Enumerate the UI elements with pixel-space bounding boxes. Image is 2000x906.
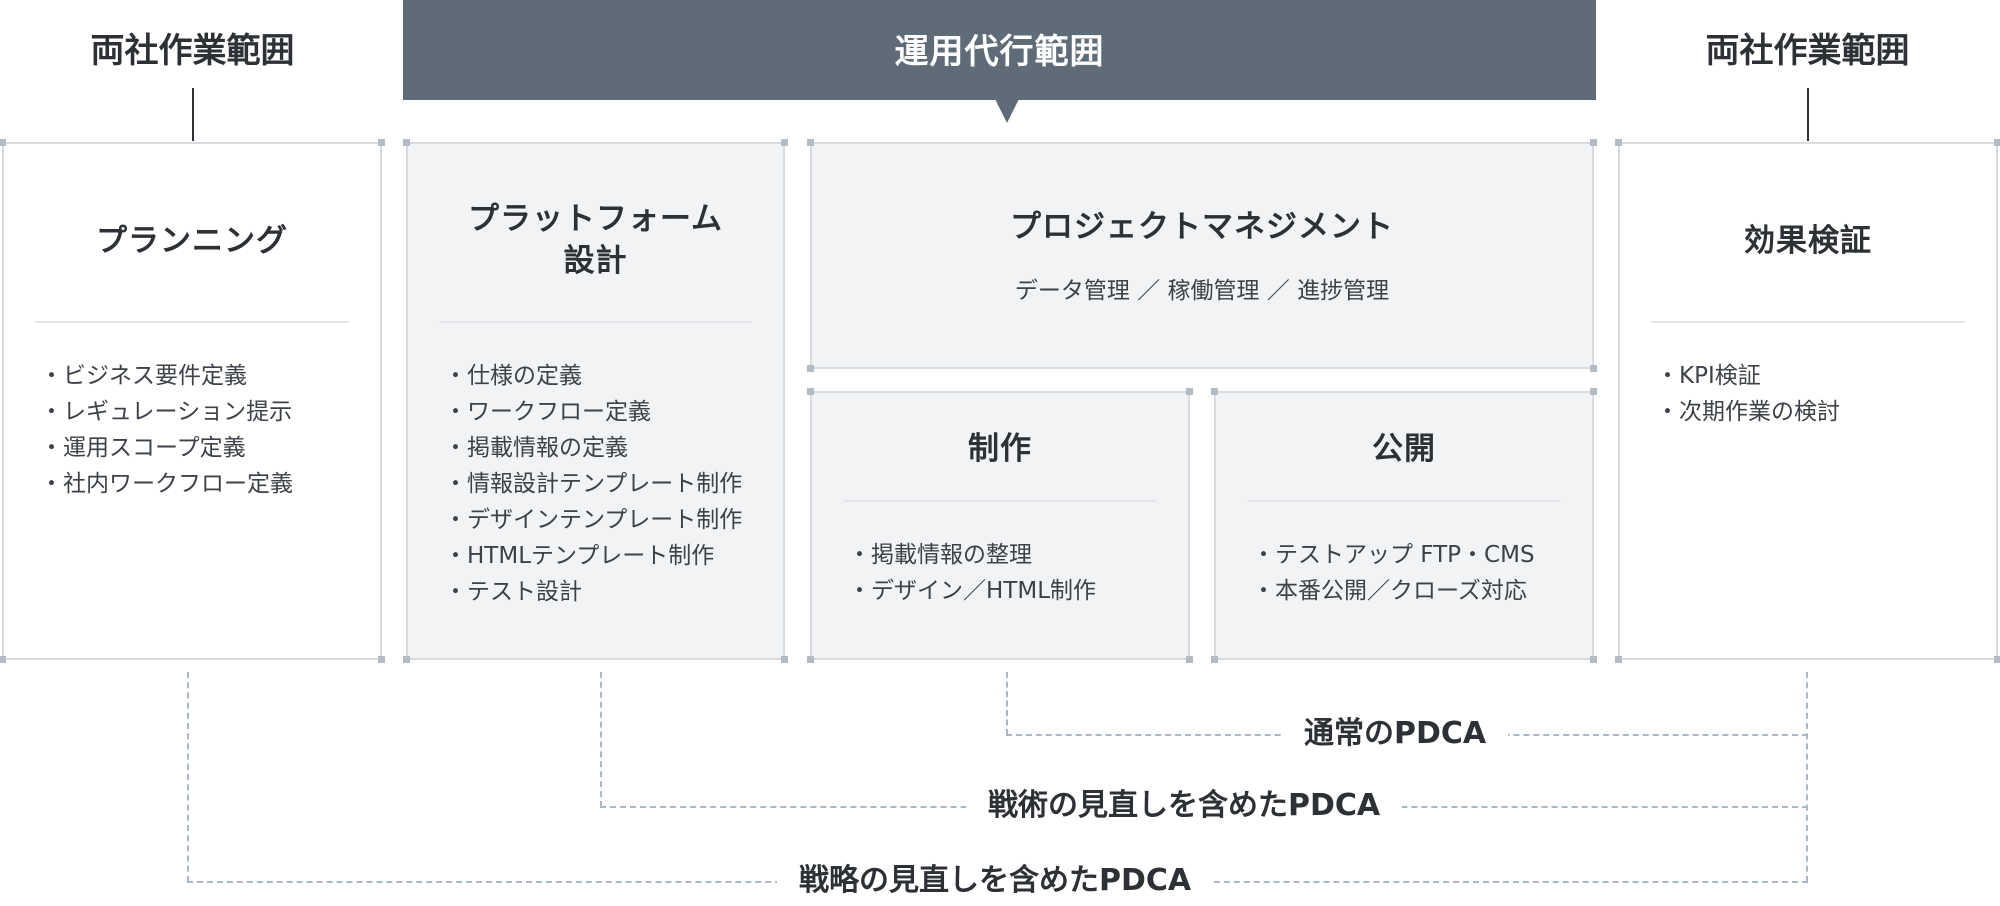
scope-label-left: 両社作業範囲	[90, 31, 295, 71]
list-item: ・掲載情報の整理	[848, 542, 1032, 568]
list-item: ・ワークフロー定義	[444, 399, 651, 425]
pdca-loop-connector	[1806, 672, 1808, 882]
operation-scope-banner: 運用代行範囲	[403, 0, 1596, 123]
platform-design-title-line2: 設計	[563, 243, 628, 279]
corner-marker	[1590, 139, 1597, 146]
normal-pdca-label: 通常のPDCA	[1282, 714, 1509, 754]
list-item: ・情報設計テンプレート制作	[444, 471, 743, 497]
strategic-pdca-label: 戦略の見直しを含めたPDCA	[777, 861, 1214, 901]
corner-marker	[1590, 656, 1597, 663]
verification-title: 効果検証	[1744, 223, 1872, 259]
tactical-pdca-label: 戦術の見直しを含めたPDCA	[966, 786, 1403, 826]
corner-marker	[378, 656, 385, 663]
planning-list: ・ビジネス要件定義 ・レギュレーション提示 ・運用スコープ定義 ・社内ワークフロ…	[40, 358, 293, 502]
corner-marker	[1994, 139, 2000, 146]
list-item: ・運用スコープ定義	[40, 435, 246, 461]
corner-marker	[403, 656, 410, 663]
list-item: ・本番公開／クローズ対応	[1252, 578, 1527, 604]
list-item: ・社内ワークフロー定義	[40, 471, 293, 497]
corner-marker	[0, 656, 6, 663]
banner-pointer	[995, 99, 1019, 123]
list-item: ・掲載情報の定義	[444, 435, 628, 461]
scope-label-right: 両社作業範囲	[1705, 31, 1910, 71]
platform-design-title-line1: プラットフォーム	[467, 201, 724, 237]
list-item: ・レギュレーション提示	[40, 399, 293, 425]
production-list: ・掲載情報の整理 ・デザイン／HTML制作	[848, 537, 1096, 609]
corner-marker	[1615, 656, 1622, 663]
pdca-loop-connector	[1006, 672, 1008, 735]
corner-marker	[1186, 656, 1193, 663]
list-item: ・KPI検証	[1656, 363, 1761, 389]
production-divider	[843, 500, 1157, 502]
pdca-loop-connector	[187, 672, 189, 882]
corner-marker	[1590, 388, 1597, 395]
scope-connector-left	[192, 88, 194, 141]
project-management-box: プロジェクトマネジメント データ管理 ／ 稼働管理 ／ 進捗管理	[807, 139, 1597, 372]
project-management-title: プロジェクトマネジメント	[1010, 209, 1394, 245]
planning-title: プランニング	[96, 223, 288, 259]
corner-marker	[1211, 388, 1218, 395]
publishing-list: ・テストアップ FTP・CMS ・本番公開／クローズ対応	[1252, 537, 1535, 609]
production-box: 制作 ・掲載情報の整理 ・デザイン／HTML制作	[807, 388, 1193, 663]
verification-divider	[1651, 321, 1965, 323]
corner-marker	[807, 656, 814, 663]
verification-box: 効果検証 ・KPI検証 ・次期作業の検討	[1615, 139, 2000, 663]
corner-marker	[781, 656, 788, 663]
verification-list: ・KPI検証 ・次期作業の検討	[1656, 358, 1840, 430]
corner-marker	[1211, 656, 1218, 663]
corner-marker	[1615, 139, 1622, 146]
list-item: ・ビジネス要件定義	[40, 363, 247, 389]
scope-connector-right	[1807, 88, 1809, 141]
corner-marker	[807, 388, 814, 395]
platform-design-divider	[439, 321, 752, 323]
corner-marker	[0, 139, 6, 146]
corner-marker	[807, 365, 814, 372]
corner-marker	[781, 139, 788, 146]
corner-marker	[378, 139, 385, 146]
planning-box: プランニング ・ビジネス要件定義 ・レギュレーション提示 ・運用スコープ定義 ・…	[0, 139, 385, 663]
publishing-title: 公開	[1372, 431, 1436, 467]
planning-divider	[35, 321, 349, 323]
project-management-subtitle: データ管理 ／ 稼働管理 ／ 進捗管理	[1014, 278, 1390, 304]
list-item: ・デザイン／HTML制作	[848, 578, 1097, 604]
list-item: ・デザインテンプレート制作	[444, 507, 743, 533]
corner-marker	[403, 139, 410, 146]
publishing-divider	[1247, 500, 1561, 502]
list-item: ・テスト設計	[444, 579, 582, 605]
platform-design-box: プラットフォーム 設計 ・仕様の定義 ・ワークフロー定義 ・掲載情報の定義 ・情…	[403, 139, 788, 663]
corner-marker	[1186, 388, 1193, 395]
publishing-box: 公開 ・テストアップ FTP・CMS ・本番公開／クローズ対応	[1211, 388, 1597, 663]
corner-marker	[1590, 365, 1597, 372]
platform-design-list: ・仕様の定義 ・ワークフロー定義 ・掲載情報の定義 ・情報設計テンプレート制作 …	[444, 358, 742, 610]
corner-marker	[807, 139, 814, 146]
list-item: ・次期作業の検討	[1656, 399, 1840, 425]
list-item: ・テストアップ FTP・CMS	[1252, 542, 1535, 568]
pdca-loop-connector	[600, 672, 602, 807]
corner-marker	[1994, 656, 2000, 663]
production-title: 制作	[968, 431, 1032, 467]
operation-scope-title: 運用代行範囲	[894, 32, 1105, 72]
list-item: ・HTMLテンプレート制作	[444, 543, 715, 569]
list-item: ・仕様の定義	[444, 363, 582, 389]
